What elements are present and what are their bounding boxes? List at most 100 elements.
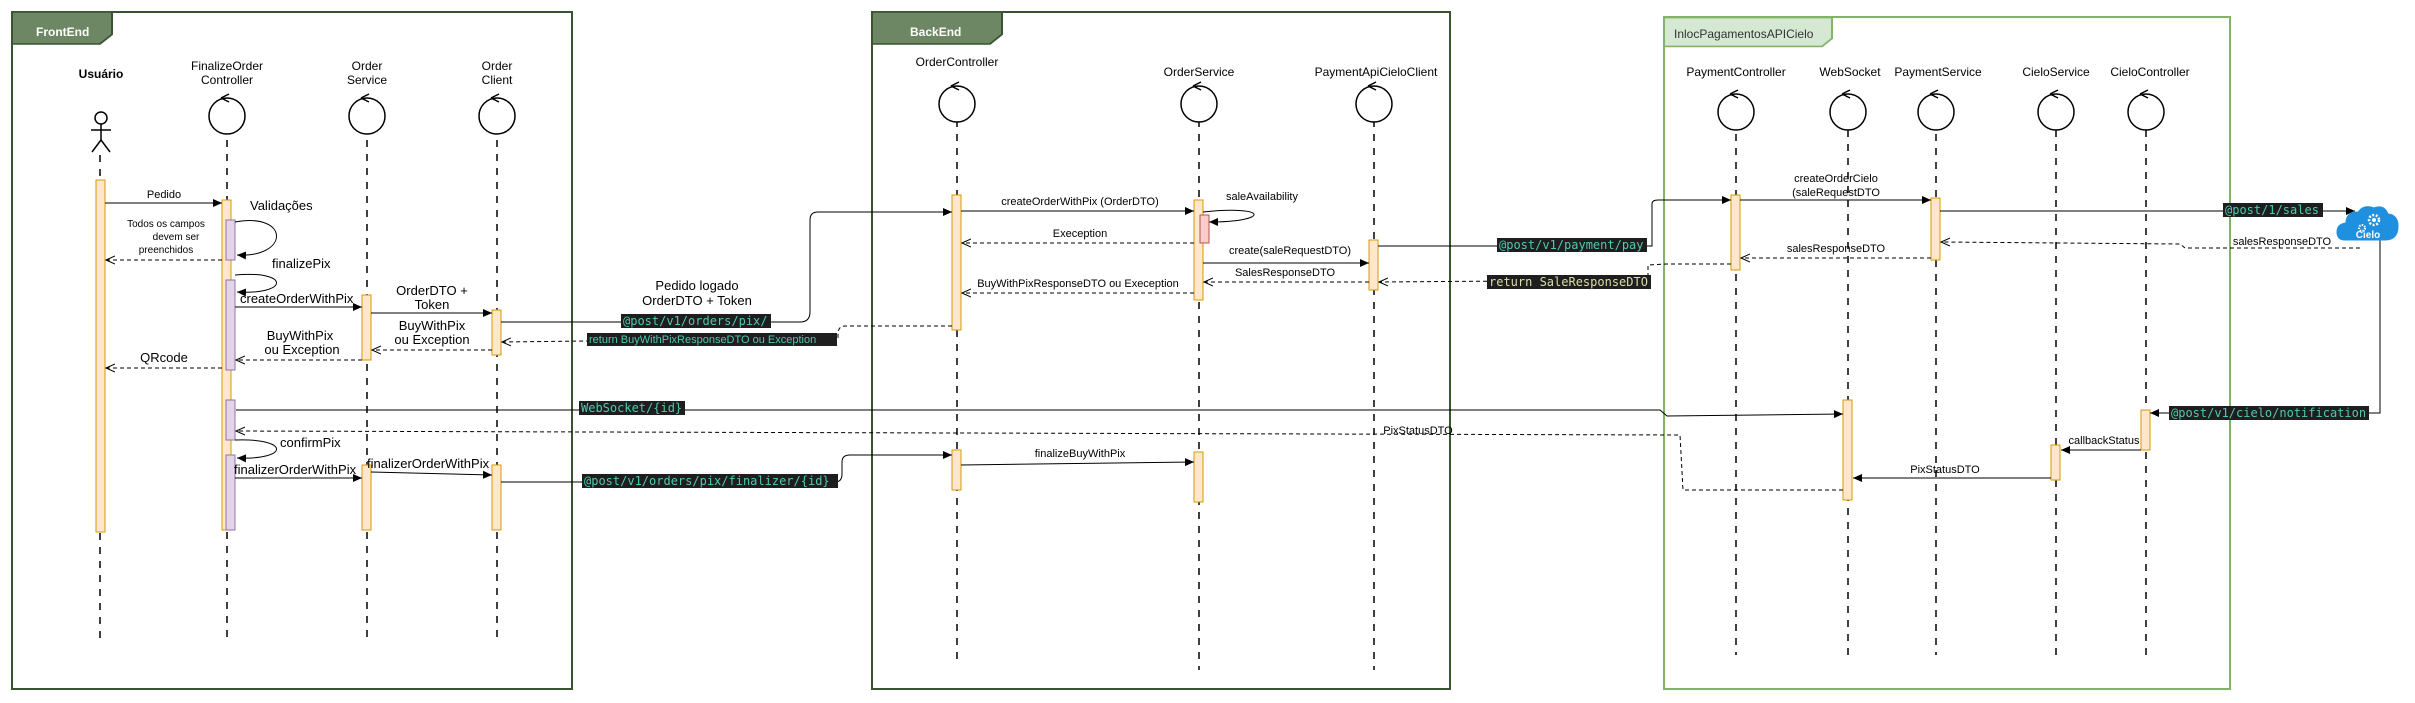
msg-buy-with-pix-2: ou Exception (264, 342, 339, 357)
activation-sale-availability (1199, 214, 1210, 244)
activation-websocket-listen (225, 399, 236, 441)
control-icon-payment-api-client (1355, 81, 1393, 123)
frontend-labels: Pedido Validações Todos os campos devem … (127, 189, 489, 477)
cielo-icon-label: Cielo (2356, 230, 2380, 241)
control-icon-order-service-be (1180, 81, 1218, 123)
participant-cielo-service: CieloService (2022, 65, 2090, 79)
package-cielo: InlocPagamentosAPICielo (1663, 16, 2231, 690)
msg-return-buy-with-pix: return BuyWithPixResponseDTO ou Exceptio… (589, 334, 816, 346)
payment-labels: @post/v1/payment/pay return SaleResponse… (579, 173, 2369, 476)
msg-sale-availability: saleAvailability (1226, 191, 1298, 203)
msg-finalize-buy-with-pix: finalizeBuyWithPix (1035, 448, 1126, 460)
msg-pedido-logado-1: Pedido logado (655, 278, 738, 293)
activation-order-client-1 (491, 309, 502, 356)
msg-post-sales: @post/1/sales (2225, 203, 2319, 217)
actor-usuario: Usuário (79, 67, 124, 153)
activation-confirm-pix (225, 454, 236, 531)
payment-arrows (236, 196, 2381, 491)
backend-arrows (960, 207, 1369, 467)
msg-return-sale-response: return SaleResponseDTO (1489, 275, 1648, 289)
control-icon-payment-controller (1717, 89, 1755, 131)
participant-order-client-l2: Client (482, 73, 513, 87)
msg-pedido: Pedido (147, 189, 181, 201)
msg-validacoes: Validações (250, 198, 313, 213)
msg-sales-response-dto-cielo: salesResponseDTO (2233, 236, 2332, 248)
msg-buy-with-pix-client-2: ou Exception (394, 332, 469, 347)
activation-payment-service (1930, 197, 1941, 261)
activation-payment-api-client (1368, 239, 1379, 291)
msg-orderdto-token-1: OrderDTO + (396, 283, 468, 298)
control-icon-cielo-controller (2127, 89, 2165, 131)
control-icon-order-client (478, 93, 516, 135)
msg-todos-campos-1: Todos os campos (127, 219, 205, 230)
package-backend: BackEnd (871, 11, 1451, 690)
activation-order-service-be-2 (1193, 451, 1204, 503)
msg-post-cielo-notification: @post/v1/cielo/notification (2171, 406, 2366, 420)
participant-payment-controller: PaymentController (1686, 65, 1785, 79)
backend-labels: createOrderWithPix (OrderDTO) saleAvaila… (977, 191, 1351, 460)
cross-arrows (501, 208, 952, 483)
actor-usuario-label: Usuário (79, 67, 124, 81)
activation-usuario (95, 179, 106, 533)
msg-callback-status: callbackStatus (2069, 435, 2140, 447)
participant-finalize-controller-l1: FinalizeOrder (191, 59, 263, 73)
msg-buy-with-pix-response: BuyWithPixResponseDTO ou Exeception (977, 278, 1179, 290)
activation-bars (95, 179, 2151, 533)
msg-create-order-cielo-2: (saleRequestDTO (1792, 187, 1880, 199)
activation-validacoes (225, 219, 236, 261)
msg-todos-campos-2: devem ser (153, 232, 200, 243)
msg-qrcode: QRcode (140, 350, 188, 365)
control-icon-websocket (1829, 89, 1867, 131)
control-icon-payment-service (1917, 89, 1955, 131)
participant-order-client-l1: Order (482, 59, 513, 73)
participant-order-service-l1: Order (352, 59, 383, 73)
msg-post-orders-pix: @post/v1/orders/pix/ (623, 314, 768, 328)
msg-create-order-with-pix: createOrderWithPix (240, 291, 354, 306)
msg-buy-with-pix-1: BuyWithPix (267, 328, 334, 343)
participant-labels: FinalizeOrder Controller Order Service O… (191, 55, 2190, 87)
participant-websocket: WebSocket (1819, 65, 1881, 79)
control-icon-order-controller (938, 81, 976, 123)
msg-create-sale-request: create(saleRequestDTO) (1229, 245, 1351, 257)
msg-create-order-with-pix-dto: createOrderWithPix (OrderDTO) (1001, 196, 1159, 208)
msg-todos-campos-3: preenchidos (139, 245, 193, 256)
package-backend-title: BackEnd (910, 25, 961, 39)
msg-websocket-id: WebSocket/{id} (581, 401, 682, 415)
control-icon-cielo-service (2037, 89, 2075, 131)
msg-pix-status-dto-2: PixStatusDTO (1910, 464, 1980, 476)
control-icon-order-service (348, 93, 386, 135)
cross-labels: Pedido logado OrderDTO + Token @post/v1/… (582, 278, 838, 488)
activation-order-controller-2 (951, 449, 962, 491)
msg-post-payment-pay: @post/v1/payment/pay (1499, 238, 1644, 252)
msg-sales-response-dto: SalesResponseDTO (1235, 267, 1336, 279)
activation-payment-controller (1730, 194, 1741, 271)
msg-sales-response-dto-lc: salesResponseDTO (1787, 243, 1886, 255)
msg-buy-with-pix-client-1: BuyWithPix (399, 318, 466, 333)
participant-order-service-l2: Service (347, 73, 387, 87)
msg-exeception: Exeception (1053, 228, 1107, 240)
activation-order-client-2 (491, 464, 502, 531)
activation-websocket (1842, 399, 1853, 501)
package-frontend-title: FrontEnd (36, 25, 89, 39)
activation-finalize-pix (225, 279, 236, 371)
activation-cielo-controller (2140, 409, 2151, 451)
activation-order-service-be-1 (1193, 199, 1204, 301)
msg-orderdto-token-2: Token (415, 297, 450, 312)
control-icon-finalize-controller (208, 93, 246, 135)
participant-payment-api-client: PaymentApiCieloClient (1315, 65, 1438, 79)
msg-pedido-logado-2: OrderDTO + Token (642, 293, 752, 308)
msg-pix-status-dto: PixStatusDTO (1383, 425, 1453, 437)
control-icons (208, 81, 2165, 135)
activation-order-service-2 (361, 464, 372, 531)
participant-finalize-controller-l2: Controller (201, 73, 253, 87)
msg-finalize-pix: finalizePix (272, 256, 331, 271)
participant-order-service-be: OrderService (1164, 65, 1235, 79)
msg-post-orders-pix-finalizer: @post/v1/orders/pix/finalizer/{id} (584, 474, 830, 488)
cloud-gear-icon: Cielo (2336, 206, 2399, 241)
msg-create-order-cielo-1: createOrderCielo (1794, 173, 1878, 185)
activation-order-controller-1 (951, 194, 962, 331)
activation-cielo-service (2050, 444, 2061, 481)
participant-payment-service: PaymentService (1894, 65, 1982, 79)
participant-order-controller: OrderController (916, 55, 999, 69)
